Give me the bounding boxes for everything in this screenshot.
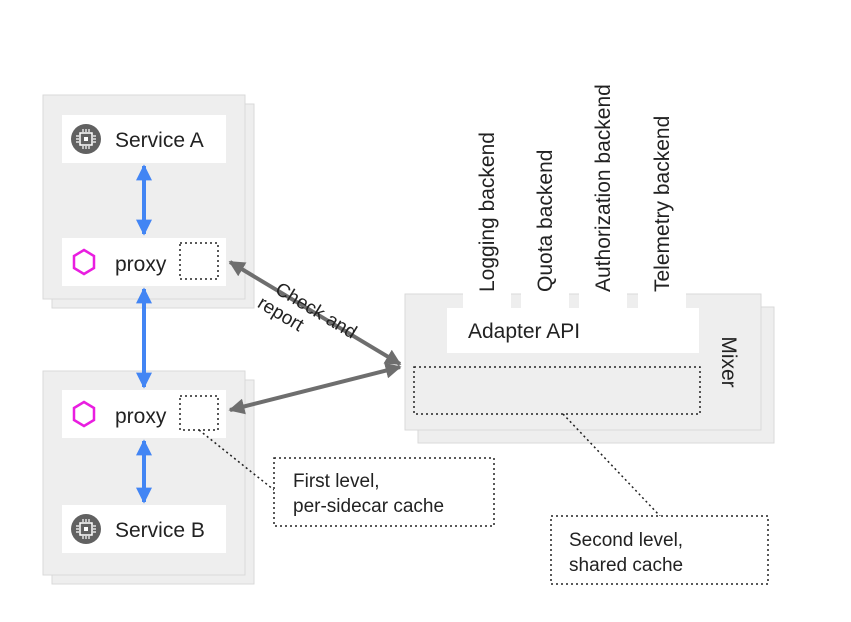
service-a-box[interactable]: Service A	[62, 115, 226, 163]
proxy-top-box[interactable]: proxy	[62, 238, 226, 286]
backend-logging-label: Logging backend	[476, 132, 499, 292]
proxy-top-label: proxy	[115, 253, 167, 276]
hexagon-icon	[72, 400, 96, 428]
second-level-leader	[562, 413, 661, 517]
backend-authorization[interactable]: Authorization backend	[579, 24, 627, 311]
backend-telemetry[interactable]: Telemetry backend	[638, 24, 686, 311]
second-level-line1: Second level,	[569, 530, 683, 551]
backend-quota[interactable]: Quota backend	[521, 24, 569, 311]
backend-telemetry-label: Telemetry backend	[651, 116, 674, 292]
backend-logging[interactable]: Logging backend	[463, 24, 511, 311]
backend-quota-label: Quota backend	[534, 150, 557, 292]
chip-icon	[71, 124, 101, 154]
service-a-label: Service A	[115, 129, 204, 152]
hexagon-icon	[72, 248, 96, 276]
second-level-line2: shared cache	[569, 555, 683, 576]
mixer-label: Mixer	[717, 336, 740, 387]
check-report-arrow-bottom	[228, 362, 402, 415]
proxy-bottom-label: proxy	[115, 405, 167, 428]
proxy-bottom-box[interactable]: proxy	[62, 390, 226, 438]
shared-cache-slot	[413, 366, 701, 415]
second-level-callout: Second level, shared cache	[550, 515, 769, 585]
service-b-label: Service B	[115, 519, 205, 542]
first-level-line1: First level,	[293, 471, 380, 492]
chip-icon	[71, 514, 101, 544]
cache-slot-top	[179, 242, 219, 280]
first-level-line2: per-sidecar cache	[293, 496, 444, 517]
check-report-arrow-top	[228, 260, 402, 366]
first-level-callout: First level, per-sidecar cache	[273, 457, 495, 527]
adapter-api-label: Adapter API	[468, 320, 580, 343]
adapter-api-box[interactable]: Adapter API	[447, 308, 699, 353]
backend-authorization-label: Authorization backend	[592, 84, 615, 292]
service-b-box[interactable]: Service B	[62, 505, 226, 553]
first-level-leader	[198, 429, 275, 491]
